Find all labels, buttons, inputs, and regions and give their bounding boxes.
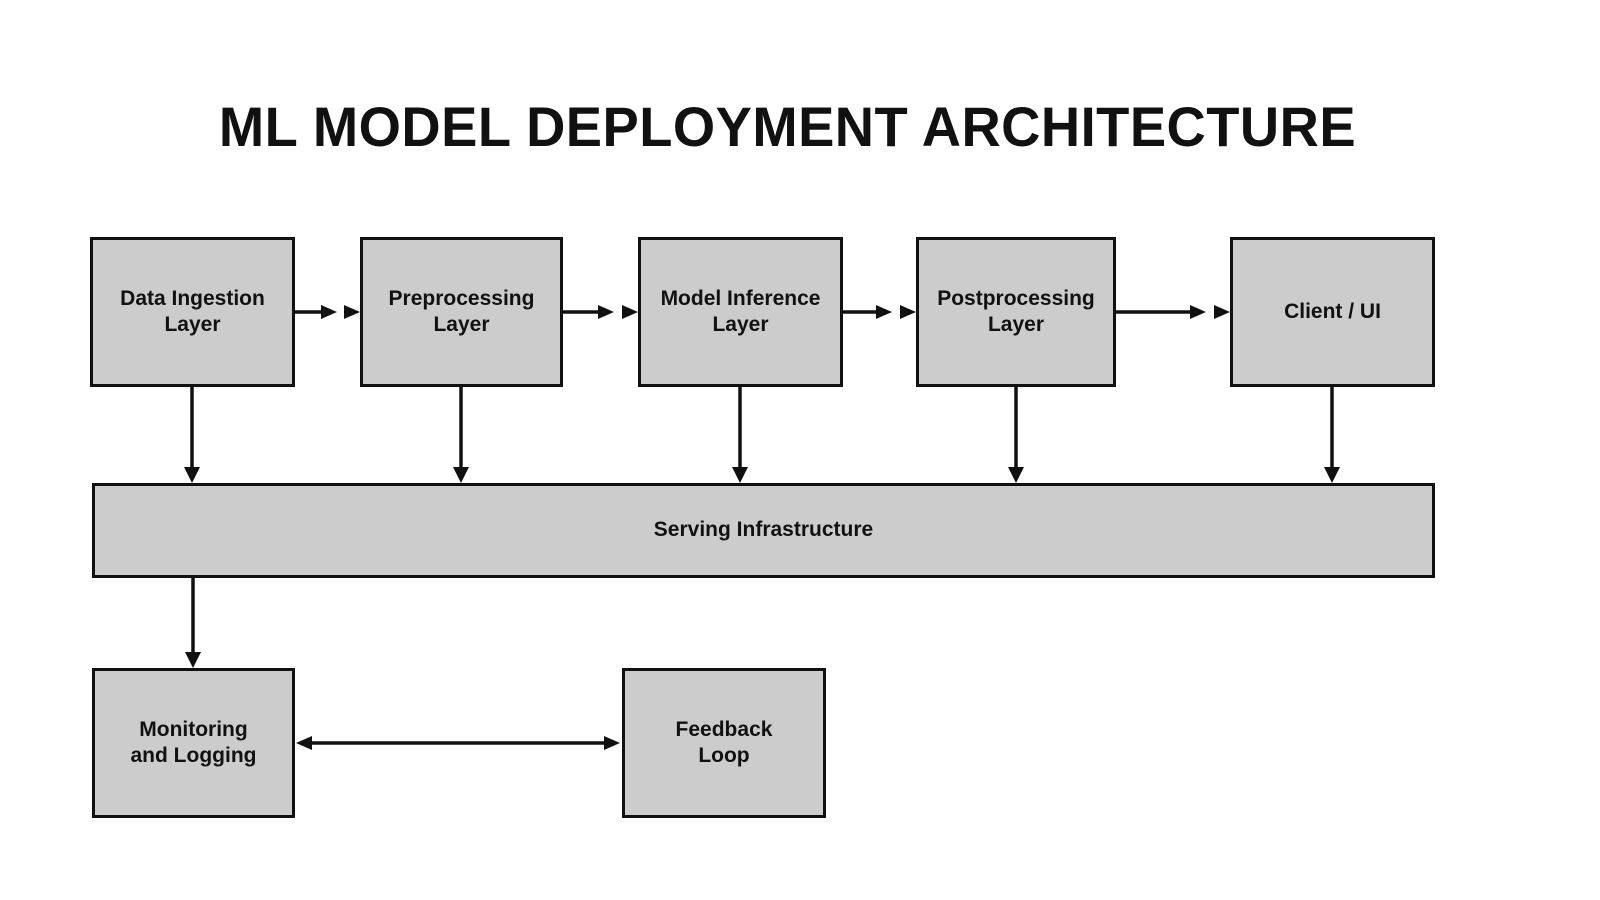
arrow-client-to-serving <box>1324 387 1340 483</box>
node-label-line: Layer <box>433 313 490 336</box>
node-label: Feedback Loop <box>676 717 773 770</box>
arrow-ingestion-to-serving <box>184 387 200 483</box>
node-label-line: Model Inference <box>660 286 821 310</box>
node-label-line: Loop <box>698 744 750 767</box>
node-label: Monitoring and Logging <box>131 717 257 770</box>
arrow-preprocessing-to-inference <box>563 305 638 319</box>
node-label: Data Ingestion Layer <box>120 286 265 339</box>
arrow-monitoring-feedback-bidirectional <box>296 736 620 750</box>
node-feedback-loop: Feedback Loop <box>622 668 826 818</box>
arrow-postprocessing-to-client <box>1116 305 1230 319</box>
arrow-inference-to-postprocessing <box>843 305 916 319</box>
node-label-line: Layer <box>164 313 221 336</box>
arrow-inference-to-serving <box>732 387 748 483</box>
arrow-preprocessing-to-serving <box>453 387 469 483</box>
node-model-inference-layer: Model Inference Layer <box>638 237 843 387</box>
node-label-line: Monitoring <box>139 717 248 741</box>
node-data-ingestion-layer: Data Ingestion Layer <box>90 237 295 387</box>
arrow-serving-to-monitoring <box>185 578 201 668</box>
arrow-ingestion-to-preprocessing <box>295 305 360 319</box>
node-label-line: Postprocessing <box>937 286 1095 310</box>
node-label: Preprocessing Layer <box>389 286 535 339</box>
node-label-line: Layer <box>712 313 769 336</box>
node-label-line: Serving Infrastructure <box>653 518 874 542</box>
node-label-line: and Logging <box>130 744 257 767</box>
node-serving-infrastructure: Serving Infrastructure <box>92 483 1435 578</box>
node-label: Model Inference Layer <box>661 286 821 339</box>
node-label-line: Feedback <box>675 717 773 741</box>
node-monitoring-and-logging: Monitoring and Logging <box>92 668 295 818</box>
node-label-line: Preprocessing <box>388 286 535 310</box>
node-client-ui: Client / UI <box>1230 237 1435 387</box>
page-title: ML MODEL DEPLOYMENT ARCHITECTURE <box>218 95 1357 158</box>
node-label-line: Client / UI <box>1284 299 1381 323</box>
node-postprocessing-layer: Postprocessing Layer <box>916 237 1116 387</box>
node-preprocessing-layer: Preprocessing Layer <box>360 237 563 387</box>
arrow-postprocessing-to-serving <box>1008 387 1024 483</box>
node-label-line: Layer <box>987 313 1045 336</box>
node-label: Postprocessing Layer <box>937 286 1095 339</box>
node-label-line: Data Ingestion <box>120 286 265 310</box>
node-label: Client / UI <box>1284 299 1381 325</box>
node-label: Serving Infrastructure <box>654 517 873 543</box>
